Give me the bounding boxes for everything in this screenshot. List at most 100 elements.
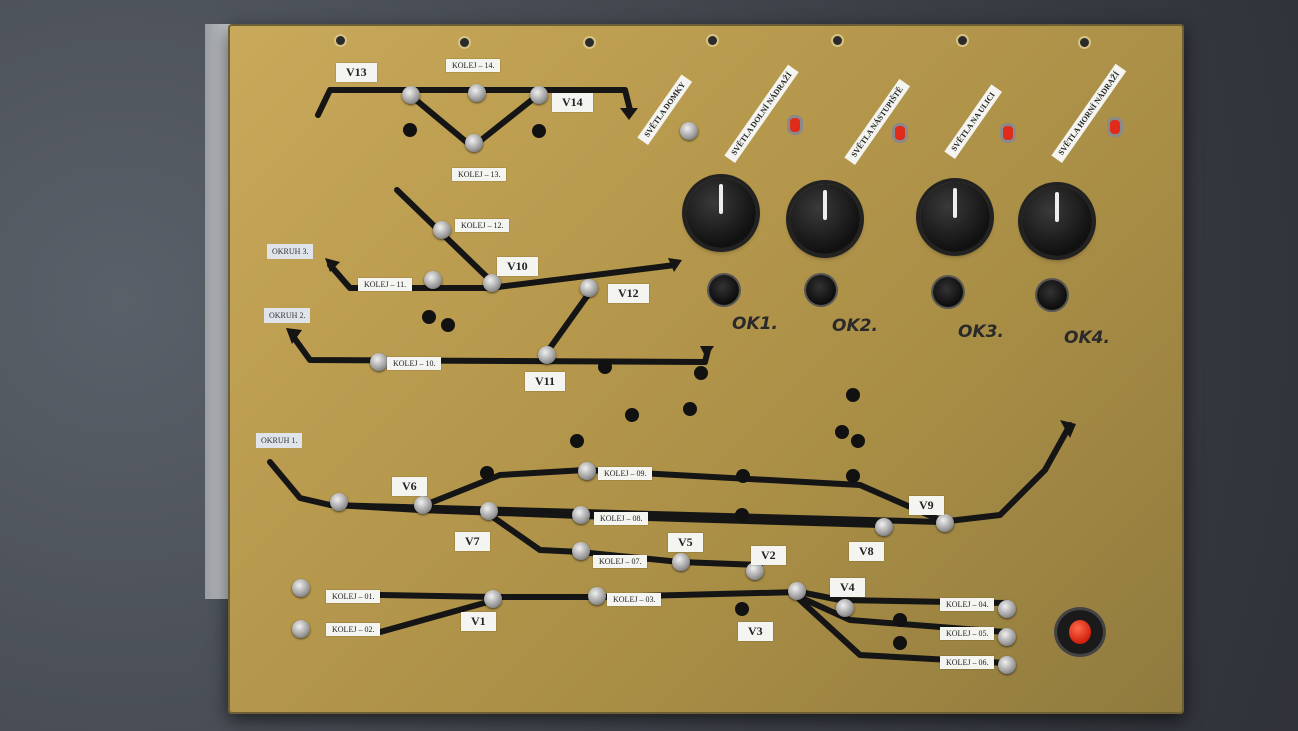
toggle-switch-v5[interactable]	[672, 553, 690, 571]
toggle-switch-v6[interactable]	[414, 496, 432, 514]
label-kolej-03: KOLEJ – 03.	[607, 593, 662, 606]
arrow-okruh-3	[325, 258, 340, 272]
fuse-holder-ok4[interactable]	[1037, 280, 1067, 310]
label-v1: V1	[461, 612, 496, 631]
toggle-switch-kolej-02[interactable]	[292, 620, 310, 638]
panel-hole	[694, 366, 708, 380]
track-v13-branch	[407, 92, 473, 148]
toggle-switch-kolej-10[interactable]	[370, 353, 388, 371]
label-v8: V8	[849, 542, 884, 561]
control-knob-ok3[interactable]	[920, 182, 990, 252]
toggle-switch-v14[interactable]	[530, 86, 548, 104]
light-switch-horni-nadrazi[interactable]	[1110, 120, 1120, 134]
panel-screw	[1080, 38, 1089, 47]
toggle-switch-v11[interactable]	[538, 346, 556, 364]
panel-side-edge	[205, 24, 231, 599]
toggle-switch-svetla-domky[interactable]	[680, 122, 698, 140]
arrow-kolej-10-right	[700, 346, 714, 358]
label-okruh-1: OKRUH 1.	[256, 433, 303, 448]
toggle-switch-okruh-1[interactable]	[330, 493, 348, 511]
label-v12: V12	[608, 284, 649, 303]
label-v6: V6	[392, 477, 427, 496]
toggle-switch-kolej-07[interactable]	[572, 542, 590, 560]
label-v14: V14	[552, 93, 593, 112]
light-switch-nastupiste[interactable]	[895, 126, 905, 140]
light-switch-dolni-nadrazi[interactable]	[790, 118, 800, 132]
panel-hole	[480, 466, 494, 480]
panel-hole	[441, 318, 455, 332]
control-knob-ok2[interactable]	[790, 184, 860, 254]
panel-hole	[625, 408, 639, 422]
label-kolej-05: KOLEJ – 05.	[940, 627, 995, 640]
toggle-switch-v7[interactable]	[480, 502, 498, 520]
toggle-switch-v3[interactable]	[788, 582, 806, 600]
panel-hole	[846, 388, 860, 402]
arrow-kolej-14-right	[620, 108, 638, 120]
toggle-switch-kolej-03[interactable]	[588, 587, 606, 605]
toggle-switch-kolej-13[interactable]	[465, 134, 483, 152]
handwritten-ok3: OK3.	[958, 322, 1004, 342]
toggle-switch-v12[interactable]	[580, 279, 598, 297]
toggle-switch-v8[interactable]	[875, 518, 893, 536]
panel-screw	[708, 36, 717, 45]
control-knob-ok4[interactable]	[1022, 186, 1092, 256]
handwritten-ok4: OK4.	[1064, 328, 1110, 348]
toggle-switch-kolej-05[interactable]	[998, 628, 1016, 646]
track-kolej-08	[332, 502, 883, 528]
handwritten-ok2: OK2.	[832, 316, 878, 336]
panel-screw	[460, 38, 469, 47]
label-v10: V10	[497, 257, 538, 276]
label-kolej-01: KOLEJ – 01.	[326, 590, 381, 603]
toggle-switch-kolej-06[interactable]	[998, 656, 1016, 674]
panel-hole	[422, 310, 436, 324]
label-kolej-11: KOLEJ – 11.	[358, 278, 413, 291]
fuse-holder-ok1[interactable]	[709, 275, 739, 305]
toggle-switch-kolej-08[interactable]	[572, 506, 590, 524]
toggle-switch-kolej-11[interactable]	[424, 271, 442, 289]
toggle-switch-v2[interactable]	[746, 562, 764, 580]
label-okruh-3: OKRUH 3.	[267, 244, 314, 259]
panel-screw	[336, 36, 345, 45]
toggle-switch-v1[interactable]	[484, 590, 502, 608]
label-v2: V2	[751, 546, 786, 565]
toggle-switch-v4[interactable]	[836, 599, 854, 617]
control-knob-ok1[interactable]	[686, 178, 756, 248]
label-kolej-14: KOLEJ – 14.	[446, 59, 501, 72]
track-v14-branch	[472, 92, 541, 148]
panel-hole	[736, 469, 750, 483]
light-switch-ulici[interactable]	[1003, 126, 1013, 140]
toggle-switch-kolej-04[interactable]	[998, 600, 1016, 618]
track-v12-branch	[542, 289, 593, 358]
track-okruh-1	[267, 422, 1073, 525]
panel-hole	[403, 123, 417, 137]
panel-hole	[851, 434, 865, 448]
label-v4: V4	[830, 578, 865, 597]
panel-hole	[735, 508, 749, 522]
toggle-switch-kolej-12[interactable]	[433, 221, 451, 239]
label-kolej-06: KOLEJ – 06.	[940, 656, 995, 669]
toggle-switch-kolej-09[interactable]	[578, 462, 596, 480]
panel-hole	[570, 434, 584, 448]
toggle-switch-v13[interactable]	[402, 86, 420, 104]
arrow-okruh-1-up	[1060, 420, 1076, 438]
label-v9: V9	[909, 496, 944, 515]
panel-screw	[833, 36, 842, 45]
toggle-switch-kolej-01[interactable]	[292, 579, 310, 597]
track-kolej-10	[289, 332, 711, 365]
panel-hole	[735, 602, 749, 616]
label-kolej-02: KOLEJ – 02.	[326, 623, 381, 636]
label-v13: V13	[336, 63, 377, 82]
toggle-switch-kolej-14[interactable]	[468, 84, 486, 102]
fuse-holder-ok3[interactable]	[933, 277, 963, 307]
panel-hole	[846, 469, 860, 483]
track-main-lower	[377, 589, 1008, 606]
toggle-switch-v10[interactable]	[483, 274, 501, 292]
main-power-rocker-switch[interactable]	[1057, 610, 1103, 654]
handwritten-ok1: OK1.	[732, 314, 778, 334]
panel-screw	[958, 36, 967, 45]
toggle-switch-v9[interactable]	[936, 514, 954, 532]
label-v5: V5	[668, 533, 703, 552]
fuse-holder-ok2[interactable]	[806, 275, 836, 305]
panel-hole	[835, 425, 849, 439]
